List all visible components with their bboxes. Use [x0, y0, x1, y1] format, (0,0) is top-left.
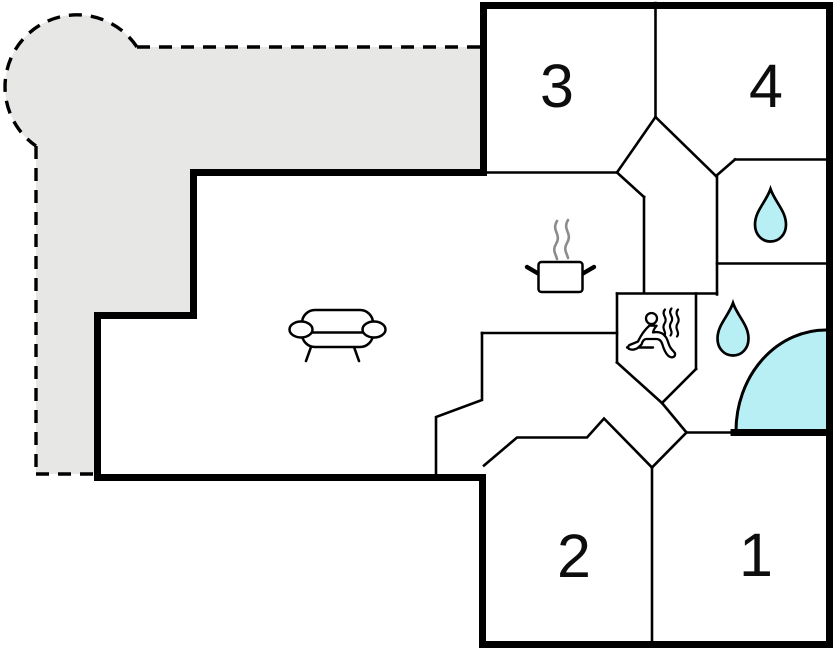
room2-entry-zigzag	[482, 416, 654, 470]
room-2-label: 2	[557, 522, 591, 590]
sofa-icon	[288, 308, 387, 363]
sauna-steam-3	[675, 308, 680, 338]
exterior-walls	[94, 2, 833, 648]
terrace-area	[3, 13, 484, 476]
water-drop-icon-lower	[716, 298, 750, 357]
pot-handle-right	[579, 264, 597, 277]
bathroom-upper-bevel	[714, 157, 737, 178]
water-drop-icon-upper	[753, 184, 788, 243]
sauna-steam-1	[662, 308, 667, 338]
corner-bathtub-fill	[735, 329, 827, 431]
corner-bathtub-rim	[734, 328, 829, 433]
hall-corner-line	[615, 170, 646, 199]
sauna-steam-2	[668, 307, 674, 337]
sauna-left-diagonal	[615, 360, 664, 405]
sofa-armrest-right	[361, 320, 387, 339]
corner-bathtub	[734, 328, 829, 433]
room-4-label: 4	[749, 52, 783, 120]
living-door-notch	[434, 331, 484, 478]
room1-bevel	[650, 430, 689, 470]
sauna-person-head	[644, 311, 659, 326]
sofa-leg-right	[352, 345, 361, 363]
sofa-leg-left	[304, 345, 313, 363]
sauna-icon	[625, 307, 680, 359]
room-labels: 3 4 2 1	[540, 52, 783, 590]
pot-handle-left	[524, 264, 542, 277]
terrace-fill	[5, 14, 484, 474]
sofa-armrest-left	[288, 320, 314, 339]
pot-steam-right	[563, 218, 571, 260]
sauna-person-body	[627, 324, 677, 359]
room-3-label: 3	[540, 52, 574, 120]
sauna-door-line	[660, 401, 689, 435]
pot-steam-left	[552, 219, 560, 261]
room4-door-line	[653, 115, 718, 178]
pot-body	[537, 260, 584, 294]
sauna-right-diagonal	[660, 367, 698, 405]
terrace-dashed-boundary	[3, 13, 481, 476]
room-1-label: 1	[739, 521, 773, 589]
room3-door-line	[615, 115, 658, 175]
cooking-pot-icon	[524, 218, 597, 294]
interior-walls	[434, 1, 833, 648]
